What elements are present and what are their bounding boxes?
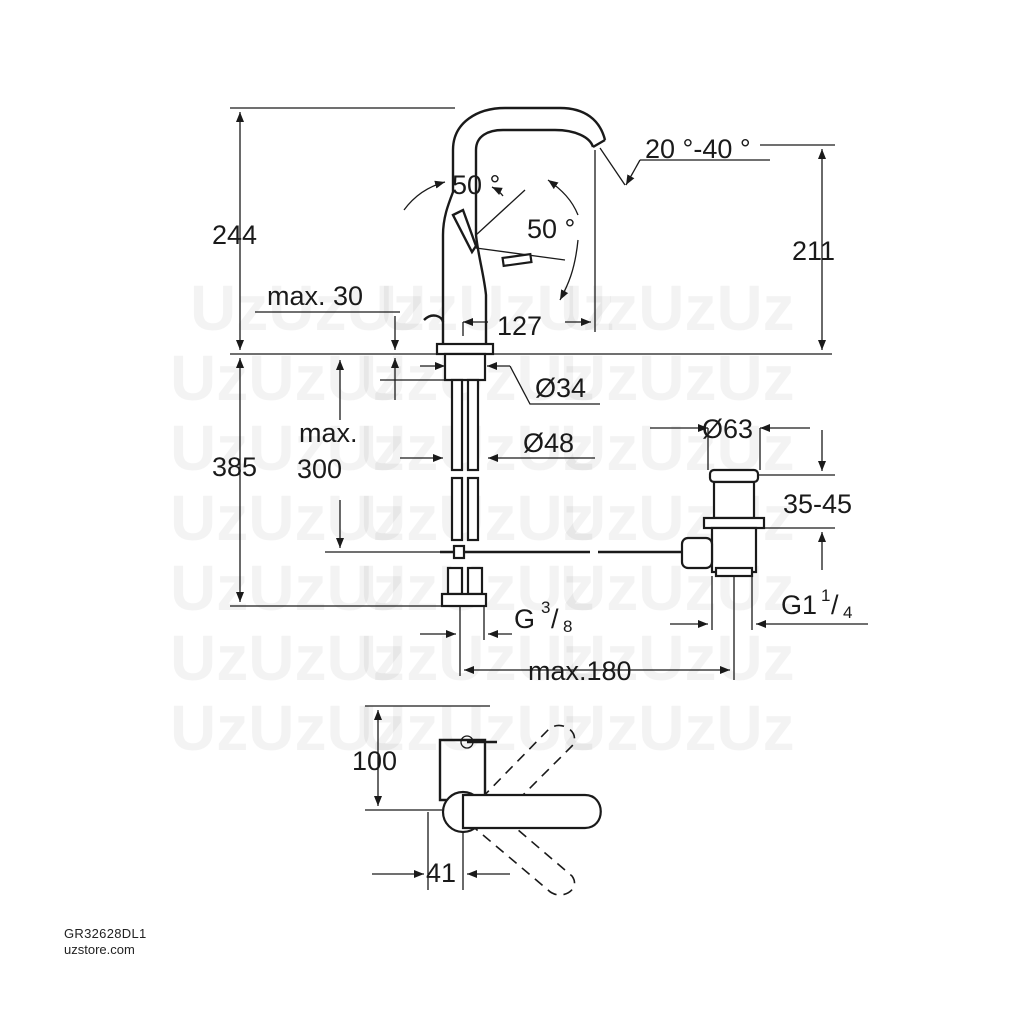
drain-body <box>712 480 756 520</box>
connector-base <box>440 592 488 608</box>
hose-left <box>450 378 464 472</box>
spout-inner-outline <box>474 128 595 352</box>
dimension-lines <box>230 107 868 890</box>
product-code: GR32628DL1 <box>64 926 147 941</box>
base-plate <box>435 342 495 356</box>
dim-35-45: 35-45 <box>783 489 852 519</box>
svg-text:UzUzUz: UzUzUz <box>360 622 595 694</box>
svg-text:UzUzUz: UzUzUz <box>190 272 425 344</box>
handle-lever <box>451 208 478 255</box>
top-view-handle <box>461 793 602 830</box>
dim-diameter-63: Ø63 <box>702 414 753 444</box>
svg-text:1: 1 <box>821 586 830 605</box>
svg-text:UzUzUz: UzUzUz <box>560 692 795 764</box>
hose-right-lower <box>466 476 480 542</box>
dim-41: 41 <box>426 858 456 888</box>
drain-plug-cap <box>708 468 760 484</box>
faucet-side-view <box>423 106 690 608</box>
handle-swing-down <box>469 805 576 896</box>
dim-angle-50-top: 50 ° <box>452 170 500 200</box>
svg-text:/: / <box>831 590 839 620</box>
svg-text:UzUzUz: UzUzUz <box>560 272 795 344</box>
hose-left-lower <box>450 476 464 542</box>
svg-text:/: / <box>551 604 559 634</box>
svg-text:3: 3 <box>541 598 550 617</box>
svg-text:UzUzUz: UzUzUz <box>170 482 405 554</box>
dim-300: 300 <box>297 454 342 484</box>
svg-text:UzUzUz: UzUzUz <box>170 622 405 694</box>
dim-diameter-48: Ø48 <box>523 428 574 458</box>
connector-left <box>446 566 464 596</box>
dim-244: 244 <box>212 220 257 250</box>
dimension-labels: 244 211 127 50 ° 50 ° 20 °-40 ° max. 30 … <box>212 134 852 888</box>
dim-spout-angle: 20 °-40 ° <box>645 134 751 164</box>
svg-text:UzUzUz: UzUzUz <box>170 412 405 484</box>
dim-thread-g38: G 3 / 8 <box>514 598 572 636</box>
website-label: uzstore.com <box>64 942 135 957</box>
dim-385: 385 <box>212 452 257 482</box>
dim-angle-50-side: 50 ° <box>527 214 575 244</box>
dim-max-30: max. 30 <box>267 281 363 311</box>
dim-100: 100 <box>352 746 397 776</box>
svg-text:UzUzUz: UzUzUz <box>560 552 795 624</box>
connector-right <box>466 566 484 596</box>
svg-text:UzUzUz: UzUzUz <box>560 622 795 694</box>
dim-diameter-34: Ø34 <box>535 373 586 403</box>
faucet-body-outline <box>441 106 607 352</box>
dim-211: 211 <box>792 236 835 266</box>
svg-text:G1: G1 <box>781 590 817 620</box>
svg-text:UzUzUz: UzUzUz <box>380 272 615 344</box>
drain-flange <box>702 516 766 530</box>
svg-text:UzUzUz: UzUzUz <box>170 692 405 764</box>
drain-assembly <box>680 468 766 680</box>
faucet-top-view <box>438 724 602 896</box>
svg-text:UzUzUz: UzUzUz <box>360 692 595 764</box>
drain-pivot <box>680 536 714 570</box>
svg-text:UzUzUz: UzUzUz <box>170 552 405 624</box>
handle-swing-up <box>469 724 576 827</box>
svg-text:4: 4 <box>843 603 852 622</box>
dim-max-180: max.180 <box>528 656 632 686</box>
drain-tail <box>710 526 758 574</box>
hose-right <box>466 378 480 472</box>
svg-text:8: 8 <box>563 617 572 636</box>
dim-127: 127 <box>497 311 542 341</box>
dim-max-label: max. <box>299 418 358 448</box>
svg-text:G: G <box>514 604 535 634</box>
popup-lever <box>423 314 445 323</box>
mounting-shank <box>443 352 487 382</box>
svg-text:UzUzUz: UzUzUz <box>560 342 795 414</box>
dim-thread-g114: G1 1 / 4 <box>781 586 852 622</box>
